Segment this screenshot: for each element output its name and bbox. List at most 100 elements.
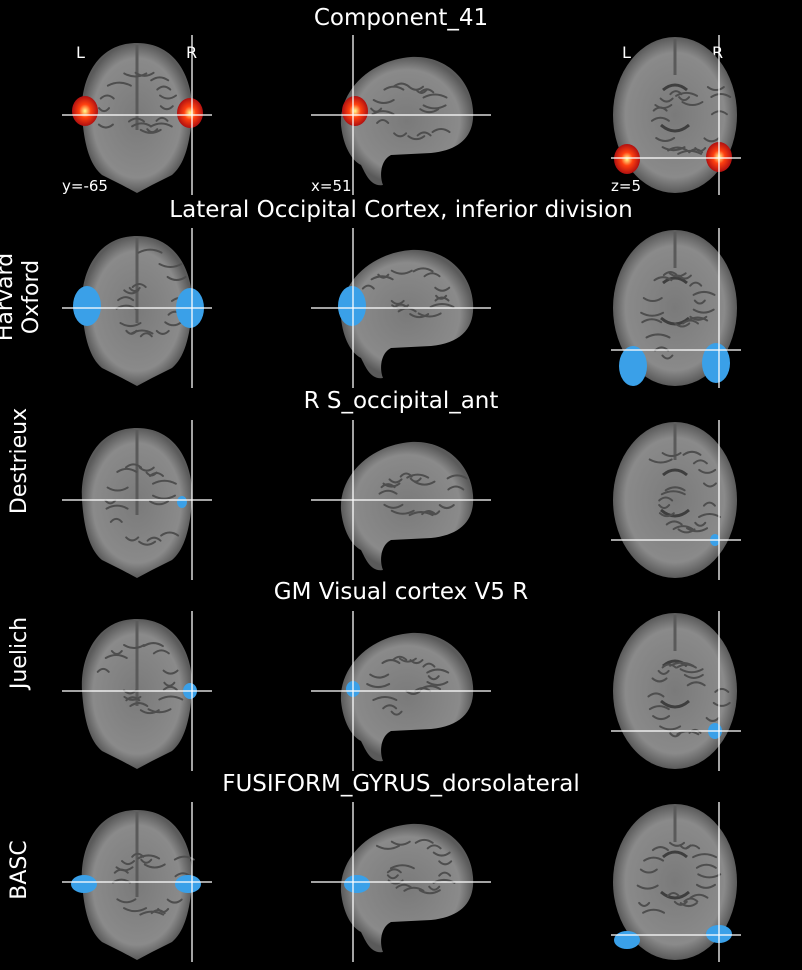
sulcus-line [113, 868, 129, 874]
sulcus-line [140, 858, 153, 864]
coronal-slice [62, 802, 212, 962]
sulcus-line [106, 486, 129, 492]
sulcus-line [392, 82, 410, 88]
sulcus-line [651, 846, 669, 852]
sulcus-line [694, 521, 707, 527]
sulcus-line [138, 540, 157, 546]
destrieux-region-title: R S_occipital_ant [303, 388, 499, 414]
ventricles [660, 83, 690, 133]
sulcus-line [157, 907, 170, 913]
atlas-region-blob [73, 286, 101, 326]
sulcus-line [415, 89, 428, 95]
sulcus-line [642, 297, 663, 303]
sulcus-line [686, 681, 706, 687]
axial-brain-outline [613, 422, 737, 578]
sulcus-line [705, 716, 720, 722]
sulcus-line [422, 104, 447, 110]
atlas-region-blob [71, 875, 97, 893]
sulcus-line [692, 308, 715, 314]
sulcus-line [155, 116, 169, 122]
axial-coordinate: z=5 [611, 177, 641, 195]
sulcus-line [123, 72, 148, 78]
sulcus-line [434, 286, 451, 292]
sulcus-line [648, 705, 670, 711]
sulcus-line [138, 466, 155, 472]
sulcus-line [166, 275, 187, 281]
sulcus-line [412, 267, 434, 273]
sulcus-line [659, 97, 674, 103]
sulcus-line [129, 702, 149, 708]
sulcus-line [390, 269, 413, 275]
sulcus-line [414, 686, 432, 692]
sulcus-line [117, 296, 135, 302]
sulcus-line [435, 294, 448, 300]
sulcus-line [160, 531, 180, 537]
sulcus-line [438, 504, 455, 510]
atlas-region-blob [338, 286, 366, 326]
sulcus-line [395, 883, 413, 889]
sulcus-line [104, 499, 117, 505]
sulcus-line [369, 673, 390, 679]
sulcus-line [376, 118, 390, 124]
sulcus-line [105, 504, 129, 510]
sulcus-line [407, 135, 426, 141]
coronal-slice [62, 35, 212, 195]
sagittal-brain-outline [340, 441, 474, 571]
sulcus-line [121, 860, 136, 866]
atlas-region-blob [614, 931, 640, 949]
sulcus-line [116, 467, 138, 473]
sulcus-line [664, 486, 686, 492]
sulcus-line [130, 329, 154, 335]
sulcus-line [661, 663, 677, 669]
sulcus-line [702, 482, 717, 488]
sulcus-line [123, 907, 148, 913]
sulcus-line [660, 490, 686, 496]
sagittal-slice [311, 611, 491, 771]
sulcus-line [636, 884, 659, 890]
coronal-slice [62, 420, 212, 580]
sulcus-line [668, 272, 687, 278]
coronal-slice [62, 611, 212, 771]
sagittal-brain-outline [340, 56, 474, 186]
sulcus-line [689, 281, 703, 287]
sulcus-line [150, 76, 170, 82]
sulcus-line [152, 649, 170, 655]
sulcus-line [388, 478, 403, 484]
axial-slice [611, 420, 741, 580]
sulcus-line [431, 128, 451, 134]
component-title: Component_41 [313, 5, 489, 31]
coronal-left-marker: L [76, 43, 85, 62]
sulcus-line [678, 96, 691, 102]
coronal-coordinate: y=-65 [62, 177, 108, 195]
sulcus-line [641, 318, 663, 324]
sulcus-line [99, 94, 115, 100]
sulcus-line [692, 459, 708, 465]
sulcus-line [405, 689, 422, 695]
sulcus-line [137, 248, 163, 254]
harvard-oxford-region-title: Lateral Occipital Cortex, inferior divis… [169, 197, 633, 223]
sulcus-line [413, 480, 436, 486]
sulcus-line [159, 94, 178, 100]
sulcus-line [438, 860, 453, 866]
sagittal-slice [311, 802, 491, 962]
sulcus-line [706, 86, 725, 92]
sulcus-line [698, 468, 717, 474]
sulcus-line [123, 644, 146, 650]
sulcus-line [116, 898, 137, 904]
sulcus-line [416, 131, 432, 137]
sulcus-line [674, 322, 691, 328]
sulcus-line [393, 132, 408, 138]
sulcus-line [653, 276, 673, 282]
sulcus-line [427, 675, 440, 681]
activation-blob [72, 96, 98, 126]
sulcus-line [683, 897, 699, 903]
ventricles [660, 850, 690, 900]
sulcus-line [669, 841, 686, 847]
sulcus-line [698, 512, 722, 518]
sulcus-line [390, 710, 403, 716]
sulcus-line [642, 908, 666, 914]
sulcus-line [652, 715, 671, 721]
sulcus-line [106, 81, 132, 87]
sulcus-line [149, 122, 173, 128]
sulcus-line [131, 122, 153, 128]
